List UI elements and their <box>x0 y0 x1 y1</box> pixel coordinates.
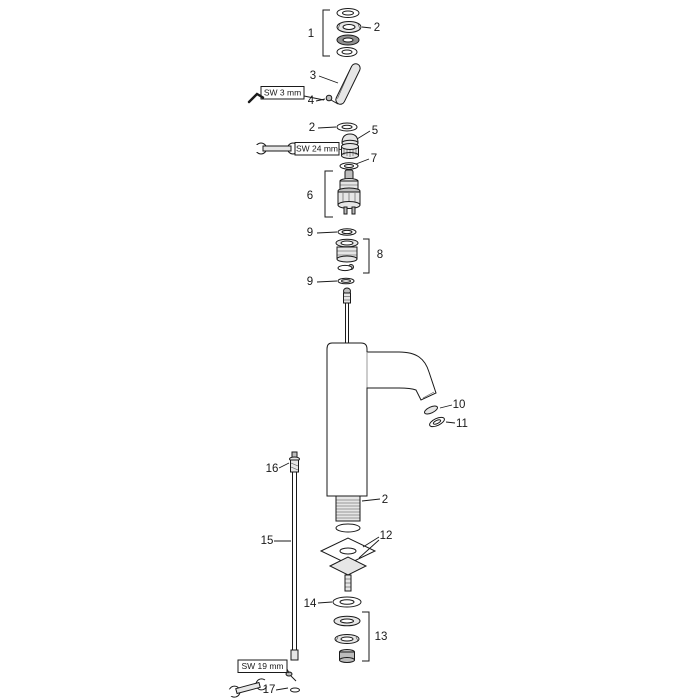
part-group-oring-upper <box>316 228 357 236</box>
leader-sw3 <box>303 95 325 101</box>
part-group-ring-dome <box>317 122 371 147</box>
cartridge-pin-left <box>343 206 348 215</box>
bracket-part6 <box>324 170 333 218</box>
callout-part2-mid: 2 <box>309 122 315 134</box>
leader-part9-lower <box>316 280 338 283</box>
leader-part14 <box>317 601 333 604</box>
bracket-part8 <box>363 238 370 274</box>
callout-part15: 15 <box>261 535 274 547</box>
tool-box-sw3 <box>260 86 305 100</box>
hose-end-fitting <box>290 649 299 661</box>
allen-key-icon <box>247 92 265 104</box>
hose-tube <box>292 471 297 651</box>
aerator-insert <box>424 405 438 415</box>
leader-part9-upper <box>316 231 338 234</box>
leader-sw24 <box>338 148 343 151</box>
tool-label-sw3: SW 3 mm <box>264 88 301 98</box>
assembly8-washer <box>337 264 353 272</box>
callout-part2-lower: 2 <box>382 494 388 506</box>
callout-part9-lower: 9 <box>307 276 313 288</box>
part-group-grub-screw: SW 3 mm <box>247 86 339 105</box>
tool-label-sw19: SW 19 mm <box>241 661 283 671</box>
bracket-part13 <box>362 611 370 662</box>
part-group-top-seal-stack <box>322 8 372 57</box>
spout-aerator-face <box>422 391 435 399</box>
callout-part2-top: 2 <box>374 22 380 34</box>
callout-part11: 11 <box>456 418 468 430</box>
mounting-gasket-top <box>335 523 361 533</box>
tool-box-sw24 <box>294 142 340 156</box>
callout-part16: 16 <box>266 463 279 475</box>
bottom-washer <box>290 687 300 693</box>
screw-head <box>325 94 333 102</box>
leader-part11 <box>445 421 456 424</box>
callout-part12: 12 <box>380 530 393 542</box>
leader-sw19 <box>286 668 290 674</box>
part-group-ring7 <box>339 158 370 170</box>
callout-part9-upper: 9 <box>307 227 313 239</box>
callout-part4: 4 <box>308 95 315 107</box>
part-group-washer14 <box>317 596 362 608</box>
cartridge-base <box>337 201 361 209</box>
part-group-sw19: SW 19 mm <box>225 659 300 698</box>
leader-part12-a <box>362 536 380 548</box>
part-group-sw24: SW 24 mm <box>252 142 359 159</box>
assembly8-lower-ring <box>336 255 358 263</box>
leader-part3 <box>318 75 339 84</box>
part-group-hose <box>274 451 300 661</box>
callout-part6: 6 <box>307 190 313 202</box>
faucet-body-outline <box>326 342 437 497</box>
leader-part7 <box>355 158 370 165</box>
bracket-part1 <box>322 9 330 57</box>
callout-numbers: 1 2 3 4 2 5 7 6 9 8 9 10 11 16 2 15 12 1… <box>261 22 468 696</box>
part-group-faucet-body <box>326 342 456 522</box>
callout-part14: 14 <box>304 598 317 610</box>
tool-box-sw19 <box>237 659 288 673</box>
wrench-icon-sw19 <box>225 678 273 698</box>
part-group-handle <box>318 63 361 105</box>
tool-label-sw24: SW 24 mm <box>296 144 338 154</box>
part-group-connector <box>343 287 351 345</box>
cartridge-pin-right <box>351 206 356 215</box>
leader-part2-top <box>361 26 372 29</box>
supply-pipe <box>345 302 349 345</box>
leader-part4 <box>315 98 326 102</box>
callout-part3: 3 <box>310 70 316 82</box>
handle-lever <box>335 63 361 105</box>
part-group-mounting-set <box>319 523 380 592</box>
connector-body <box>343 292 351 304</box>
leader-part12-b <box>358 539 380 559</box>
leader-part2-lower <box>361 498 381 502</box>
wrench-icon <box>262 145 292 152</box>
part-group-cartridge <box>324 169 361 218</box>
callout-part10: 10 <box>453 399 466 411</box>
leader-part5 <box>356 130 371 140</box>
leader-part16 <box>278 462 290 469</box>
callout-part13: 13 <box>375 631 388 643</box>
part-group-fixation <box>333 611 370 663</box>
callout-part7: 7 <box>371 153 377 165</box>
callout-part1: 1 <box>308 28 314 40</box>
part-group-oring-lower <box>316 277 355 285</box>
leader-part2-mid <box>317 126 337 129</box>
callout-part17: 17 <box>263 684 276 696</box>
callout-part8: 8 <box>377 249 383 261</box>
mounting-gasket-bottom <box>328 556 368 576</box>
part-group-assembly8 <box>335 238 370 274</box>
leader-part10 <box>439 404 453 409</box>
callout-part5: 5 <box>372 125 378 137</box>
leader-part17 <box>275 687 289 691</box>
